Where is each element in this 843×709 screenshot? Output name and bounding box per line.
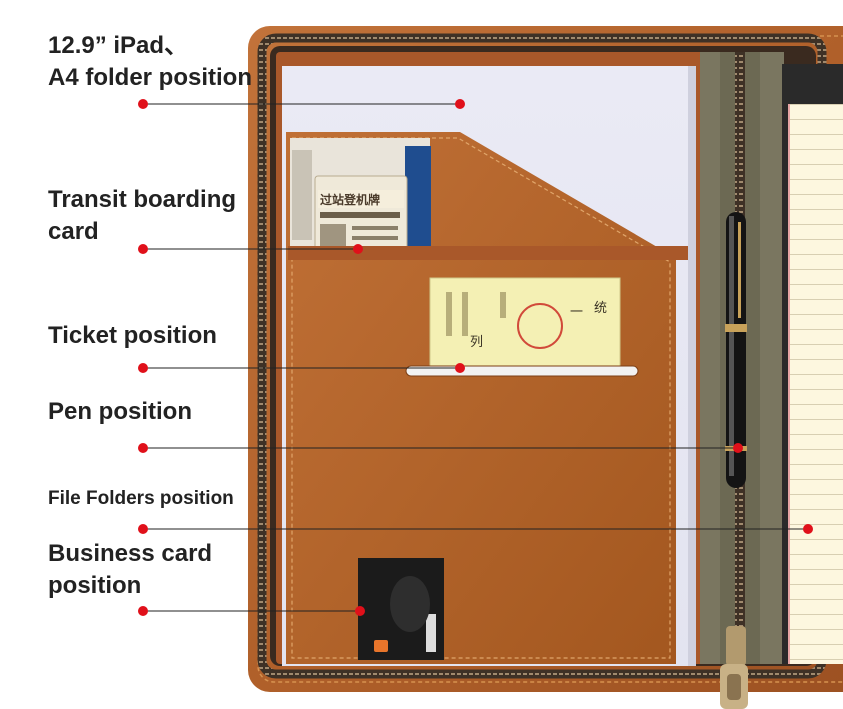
callout-lines: [138, 99, 813, 616]
callout-target-ticket: [455, 363, 465, 373]
callout-dot-pen: [138, 443, 148, 453]
callout-target-boarding: [353, 244, 363, 254]
callout-line: Pen position: [48, 398, 192, 425]
zipper-pull: [720, 626, 748, 709]
callout-target-pen: [733, 443, 743, 453]
callout-target-folders: [803, 524, 813, 534]
callout-line: Business card: [48, 540, 213, 567]
callout-target-bizcard: [355, 606, 365, 616]
business-card: [358, 558, 444, 660]
callout-label-folders: File Folders position: [48, 486, 234, 512]
callout-label-ticket: Ticket position: [48, 320, 217, 352]
callout-label-pen: Pen position: [48, 396, 192, 428]
ticket-char-3: 列: [470, 335, 483, 350]
callout-dot-ticket: [138, 363, 148, 373]
notepad: [782, 64, 843, 664]
callout-line: File Folders position: [48, 488, 234, 509]
callout-label-boarding: Transit boarding card: [48, 184, 236, 248]
boarding-pass-cards: 过站登机牌: [288, 138, 688, 260]
callout-target-a4: [455, 99, 465, 109]
callout-line: Ticket position: [48, 322, 217, 349]
document-pocket: [286, 132, 676, 664]
callout-dot-boarding: [138, 244, 148, 254]
callout-label-a4: 12.9” iPad、 A4 folder position: [48, 30, 252, 94]
callout-line: 12.9” iPad、: [48, 32, 189, 59]
callout-label-bizcard: Business card position: [48, 538, 212, 602]
callout-line: card: [48, 218, 99, 245]
callout-line: position: [48, 572, 142, 599]
callout-line: Transit boarding: [48, 186, 237, 213]
callout-dot-a4: [138, 99, 148, 109]
ticket-char-1: 统: [594, 301, 607, 316]
callout-dot-folders: [138, 524, 148, 534]
ticket-char-2: 一: [570, 305, 583, 320]
ticket: 统 一 列: [429, 277, 621, 373]
boarding-card-title: 过站登机牌: [320, 192, 380, 207]
callout-line: A4 folder position: [48, 64, 252, 91]
callout-dot-bizcard: [138, 606, 148, 616]
